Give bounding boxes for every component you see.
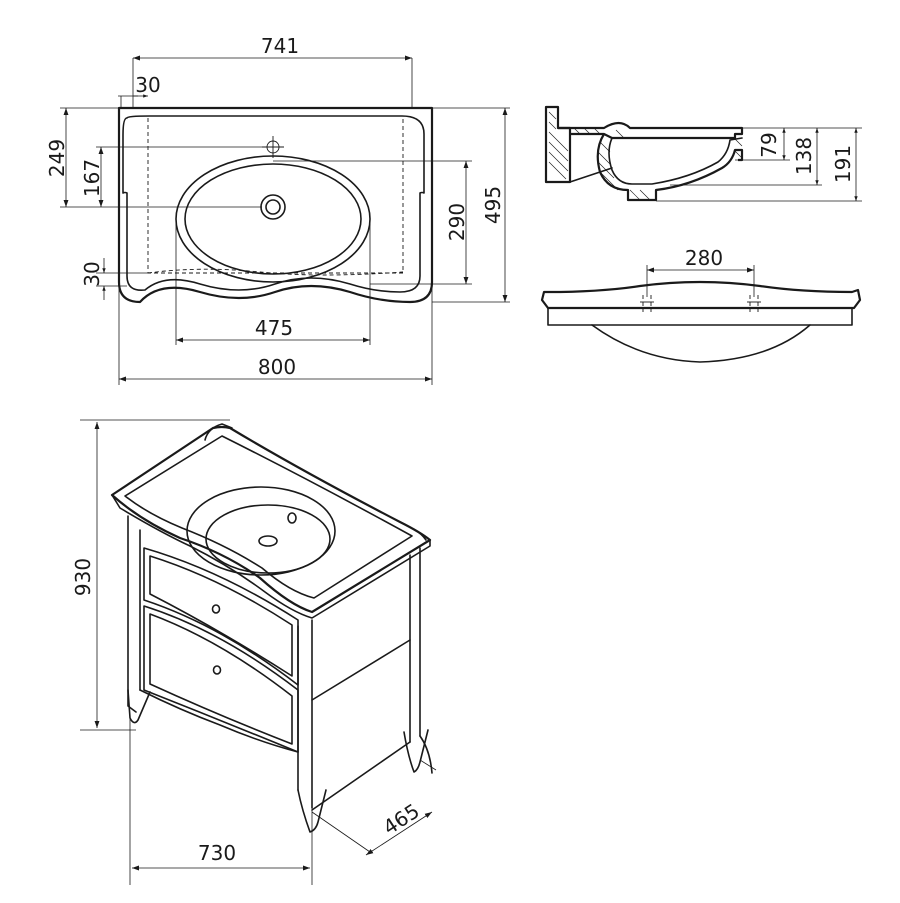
dim-79: 79 <box>757 132 781 157</box>
front-view: 280 <box>540 246 862 363</box>
basin-inner-rim <box>122 115 425 293</box>
drain-outer <box>260 194 286 220</box>
dim-30-side: 30 <box>80 261 104 286</box>
dim-138: 138 <box>792 137 816 175</box>
dim-30-top: 30 <box>135 73 160 97</box>
dim-741: 741 <box>261 34 299 58</box>
drain-inner <box>265 199 281 215</box>
dim-465: 465 <box>379 799 424 840</box>
dim-730: 730 <box>198 841 236 865</box>
dim-249: 249 <box>45 139 69 177</box>
dim-280: 280 <box>685 246 723 270</box>
dim-290: 290 <box>445 203 469 241</box>
side-section-view: 79 138 191 <box>544 105 862 202</box>
dim-191: 191 <box>831 145 855 183</box>
drawer-bottom <box>143 605 299 753</box>
hidden-curve <box>147 268 404 276</box>
bowl-inner <box>184 163 362 275</box>
dim-930: 930 <box>71 558 95 596</box>
perspective-view: 930 730 465 <box>71 419 437 885</box>
basin-outline <box>117 106 434 304</box>
top-view: 741 30 249 167 290 495 30 <box>45 34 510 385</box>
dim-167: 167 <box>80 159 104 197</box>
cabinet-body <box>127 515 421 809</box>
drawer-top <box>143 547 299 686</box>
dim-495: 495 <box>481 186 505 224</box>
dim-800: 800 <box>258 355 296 379</box>
dim-475: 475 <box>255 316 293 340</box>
